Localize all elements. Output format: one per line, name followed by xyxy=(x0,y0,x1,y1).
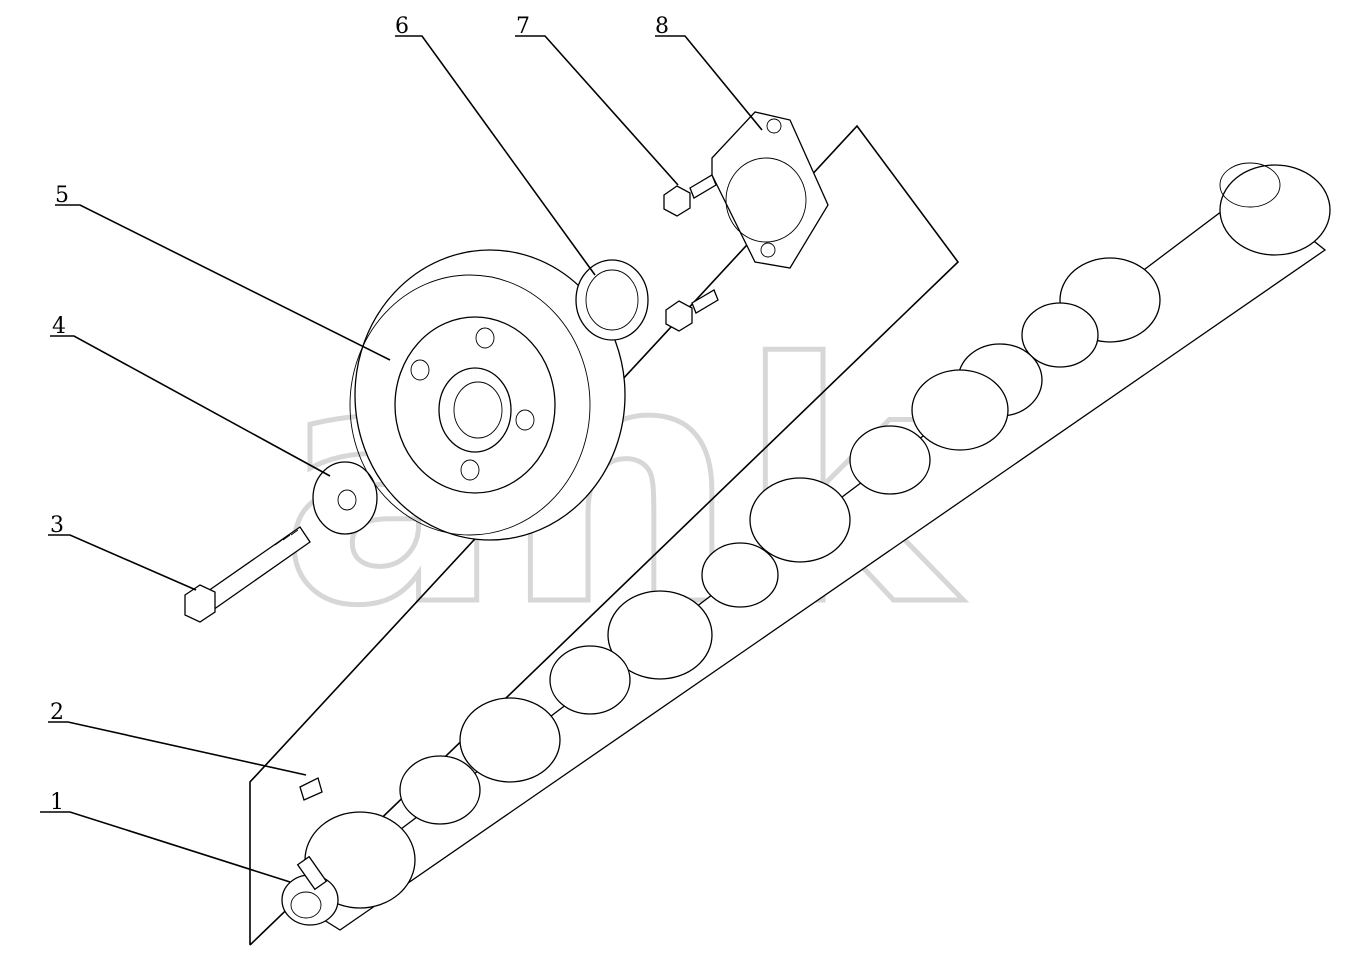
callout-5: 5 xyxy=(55,183,69,208)
cover-bolt-lower xyxy=(665,289,719,332)
cover-bolt-upper xyxy=(663,174,717,217)
cover-plate xyxy=(711,111,829,269)
callout-8: 8 xyxy=(655,14,669,39)
callout-2: 2 xyxy=(50,700,64,725)
thrust-washer xyxy=(312,461,378,535)
callout-3: 3 xyxy=(50,513,64,538)
leader-lines xyxy=(40,35,763,883)
woodruff-key xyxy=(299,777,323,801)
callout-6: 6 xyxy=(395,14,409,39)
camshaft xyxy=(281,162,1331,931)
callout-1: 1 xyxy=(50,790,64,815)
camshaft-lobes xyxy=(304,257,1161,909)
assembly-boundary xyxy=(249,124,960,946)
cam-gear xyxy=(349,249,626,541)
callout-7: 7 xyxy=(516,14,530,39)
seal-ring xyxy=(575,259,649,341)
callout-4: 4 xyxy=(52,314,66,339)
callout-labels: 1 2 3 4 5 6 7 8 xyxy=(50,14,669,815)
gear-bolt xyxy=(184,526,311,623)
